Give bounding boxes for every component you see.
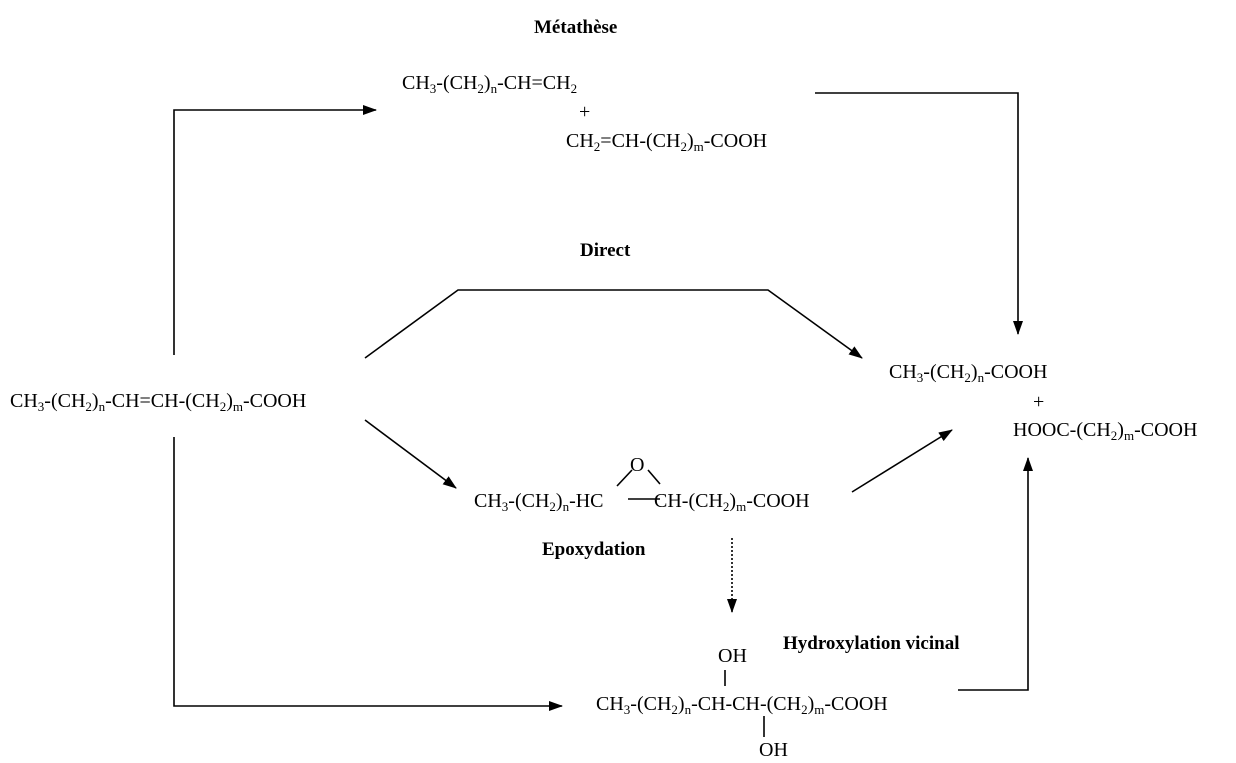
diol-oh-top: OH bbox=[718, 645, 747, 667]
epoxydation-label: Epoxydation bbox=[542, 539, 646, 560]
arrow-to-diol bbox=[173, 437, 563, 711]
hydroxylation-label: Hydroxylation vicinal bbox=[783, 633, 960, 654]
product-diacid: HOOC-(CH2)m-COOH bbox=[1013, 419, 1198, 443]
diol-oh-bottom: OH bbox=[759, 739, 788, 761]
arrow-direct bbox=[364, 289, 863, 359]
metathesis-acid: CH2=CH-(CH2)m-COOH bbox=[566, 130, 768, 154]
epoxide-o-left bbox=[616, 469, 633, 487]
epoxide-oxygen: O bbox=[630, 454, 645, 476]
arrow-epoxide-to-products bbox=[851, 429, 953, 493]
metathesis-label: Métathèse bbox=[534, 17, 618, 38]
metathesis-plus: + bbox=[579, 101, 591, 123]
epoxide-left: CH3-(CH2)n-HC bbox=[474, 490, 604, 514]
arrow-to-metathesis bbox=[173, 105, 377, 355]
product-monoacid: CH3-(CH2)n-COOH bbox=[889, 361, 1048, 385]
metathesis-alkene: CH3-(CH2)n-CH=CH2 bbox=[402, 72, 578, 96]
arrow-metathesis-to-products bbox=[815, 92, 1023, 335]
starting-fatty-acid: CH3-(CH2)n-CH=CH-(CH2)m-COOH bbox=[10, 390, 307, 414]
diol-main: CH3-(CH2)n-CH-CH-(CH2)m-COOH bbox=[596, 693, 888, 717]
epoxide-o-right bbox=[647, 469, 661, 485]
arrow-to-epoxide bbox=[364, 419, 457, 489]
product-plus: + bbox=[1033, 391, 1045, 413]
epoxide-right: CH-(CH2)m-COOH bbox=[654, 490, 810, 514]
direct-label: Direct bbox=[580, 240, 631, 261]
arrow-diol-to-products bbox=[958, 457, 1033, 691]
